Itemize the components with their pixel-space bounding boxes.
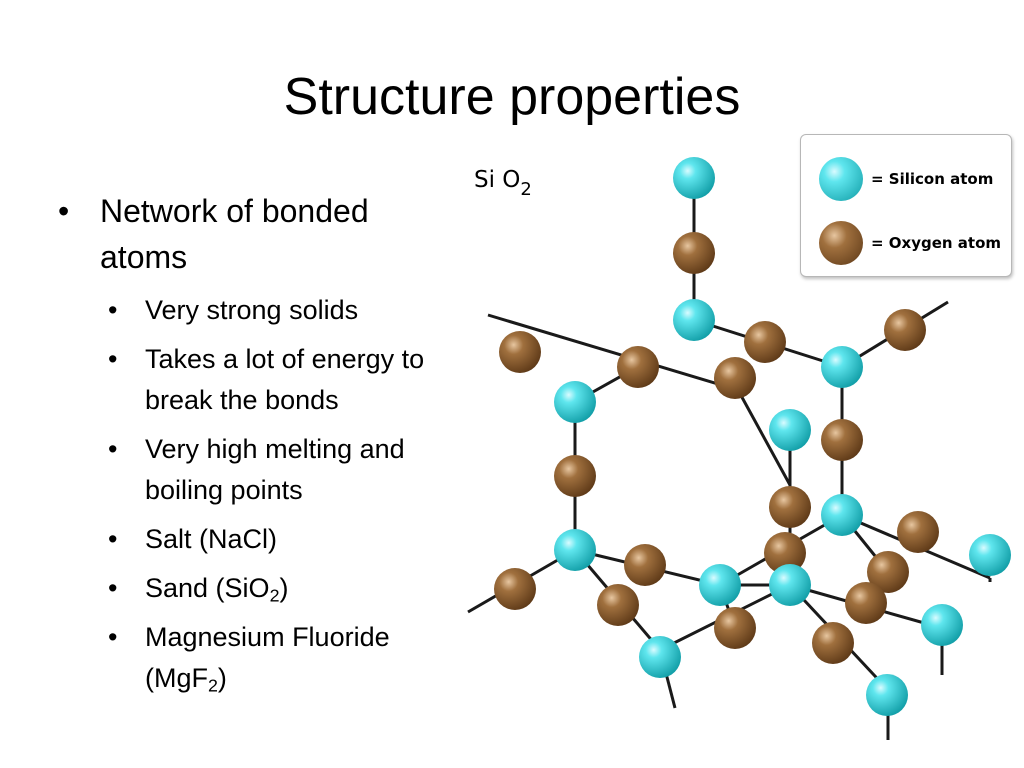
formula-text: )	[217, 663, 227, 693]
silicon-atom	[821, 494, 863, 536]
silicon-atom	[673, 157, 715, 199]
sub-bullet-item: • Magnesium Fluoride (MgF2)	[58, 617, 448, 699]
bond-line	[487, 313, 739, 392]
silicon-atom	[554, 529, 596, 571]
sub-bullet-text: Magnesium Fluoride (MgF2)	[145, 622, 390, 696]
bond-line	[736, 389, 792, 486]
formula-text: )	[279, 573, 289, 603]
bullet-dot: •	[58, 193, 70, 229]
silicon-atom	[554, 381, 596, 423]
bullet-dot: •	[108, 622, 118, 652]
oxygen-atom	[884, 309, 926, 351]
bullet-item: • Network of bonded atoms	[58, 188, 448, 280]
sub-bullet-text: Sand (SiO2)	[145, 573, 289, 606]
atom-group	[494, 157, 1011, 716]
slide-title: Structure properties	[283, 68, 741, 126]
silicon-atom	[769, 409, 811, 451]
oxygen-atom	[867, 551, 909, 593]
formula-subscript: 2	[520, 179, 532, 201]
legend-row-oxygen: = Oxygen atom	[819, 221, 1001, 265]
oxygen-atom	[499, 331, 541, 373]
oxygen-atom	[673, 232, 715, 274]
formula-text: Si O	[474, 167, 521, 193]
silicon-atom	[639, 636, 681, 678]
sub-bullet-text: Very high melting and boiling points	[145, 434, 405, 505]
oxygen-atom	[554, 455, 596, 497]
sub-bullet-item: • Very strong solids	[58, 290, 448, 331]
sub-bullet-item: • Very high melting and boiling points	[58, 429, 448, 511]
oxygen-atom	[714, 357, 756, 399]
bullet-dot: •	[108, 434, 118, 464]
bullet-dot: •	[108, 295, 118, 325]
bullet-text: Network of bonded atoms	[100, 193, 369, 275]
formula-text: Magnesium Fluoride (MgF	[145, 622, 390, 693]
oxygen-atom	[764, 532, 806, 574]
oxygen-atom	[769, 486, 811, 528]
formula-text: Sand (SiO	[145, 573, 270, 603]
silicon-atom	[921, 604, 963, 646]
sub-bullet-text: Very strong solids	[145, 295, 359, 325]
sub-bullet-item: • Sand (SiO2)	[58, 568, 448, 609]
bullet-list: • Network of bonded atoms • Very strong …	[58, 188, 448, 707]
bullet-dot: •	[108, 524, 118, 554]
oxygen-atom-swatch	[819, 221, 863, 265]
oxygen-atom	[597, 584, 639, 626]
formula-subscript: 2	[269, 585, 280, 606]
sub-bullet-item: • Takes a lot of energy to break the bon…	[58, 339, 448, 421]
sub-bullet-text: Salt (NaCl)	[145, 524, 278, 554]
bullet-dot: •	[108, 344, 118, 374]
sub-bullet-text: Takes a lot of energy to break the bonds	[145, 344, 425, 415]
oxygen-atom	[897, 511, 939, 553]
oxygen-atom	[744, 321, 786, 363]
legend-silicon-label: = Silicon atom	[871, 170, 994, 188]
silicon-atom	[699, 564, 741, 606]
diagram-formula-label: Si O2	[474, 167, 532, 199]
oxygen-atom	[617, 346, 659, 388]
oxygen-atom	[494, 568, 536, 610]
silicon-atom	[769, 564, 811, 606]
legend-oxygen-label: = Oxygen atom	[871, 234, 1002, 252]
oxygen-atom	[714, 607, 756, 649]
silicon-atom	[866, 674, 908, 716]
sub-bullet-list: • Very strong solids • Takes a lot of en…	[58, 290, 448, 699]
silicon-atom	[969, 534, 1011, 576]
legend-row-silicon: = Silicon atom	[819, 157, 993, 201]
bullet-dot: •	[108, 573, 118, 603]
silicon-atom	[673, 299, 715, 341]
sio2-lattice-diagram	[467, 157, 1011, 740]
formula-subscript: 2	[208, 675, 218, 696]
silicon-atom	[821, 346, 863, 388]
silicon-atom-swatch	[819, 157, 863, 201]
oxygen-atom	[624, 544, 666, 586]
oxygen-atom	[812, 622, 854, 664]
oxygen-atom	[845, 582, 887, 624]
atom-legend: = Silicon atom = Oxygen atom	[800, 134, 1012, 277]
oxygen-atom	[821, 419, 863, 461]
sub-bullet-item: • Salt (NaCl)	[58, 519, 448, 560]
